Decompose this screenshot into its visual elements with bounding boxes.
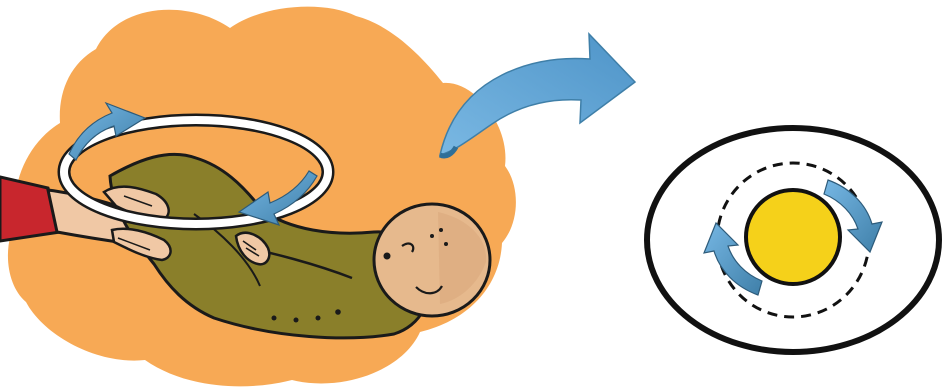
sun-core-icon <box>746 190 840 284</box>
head-icon <box>374 204 490 316</box>
